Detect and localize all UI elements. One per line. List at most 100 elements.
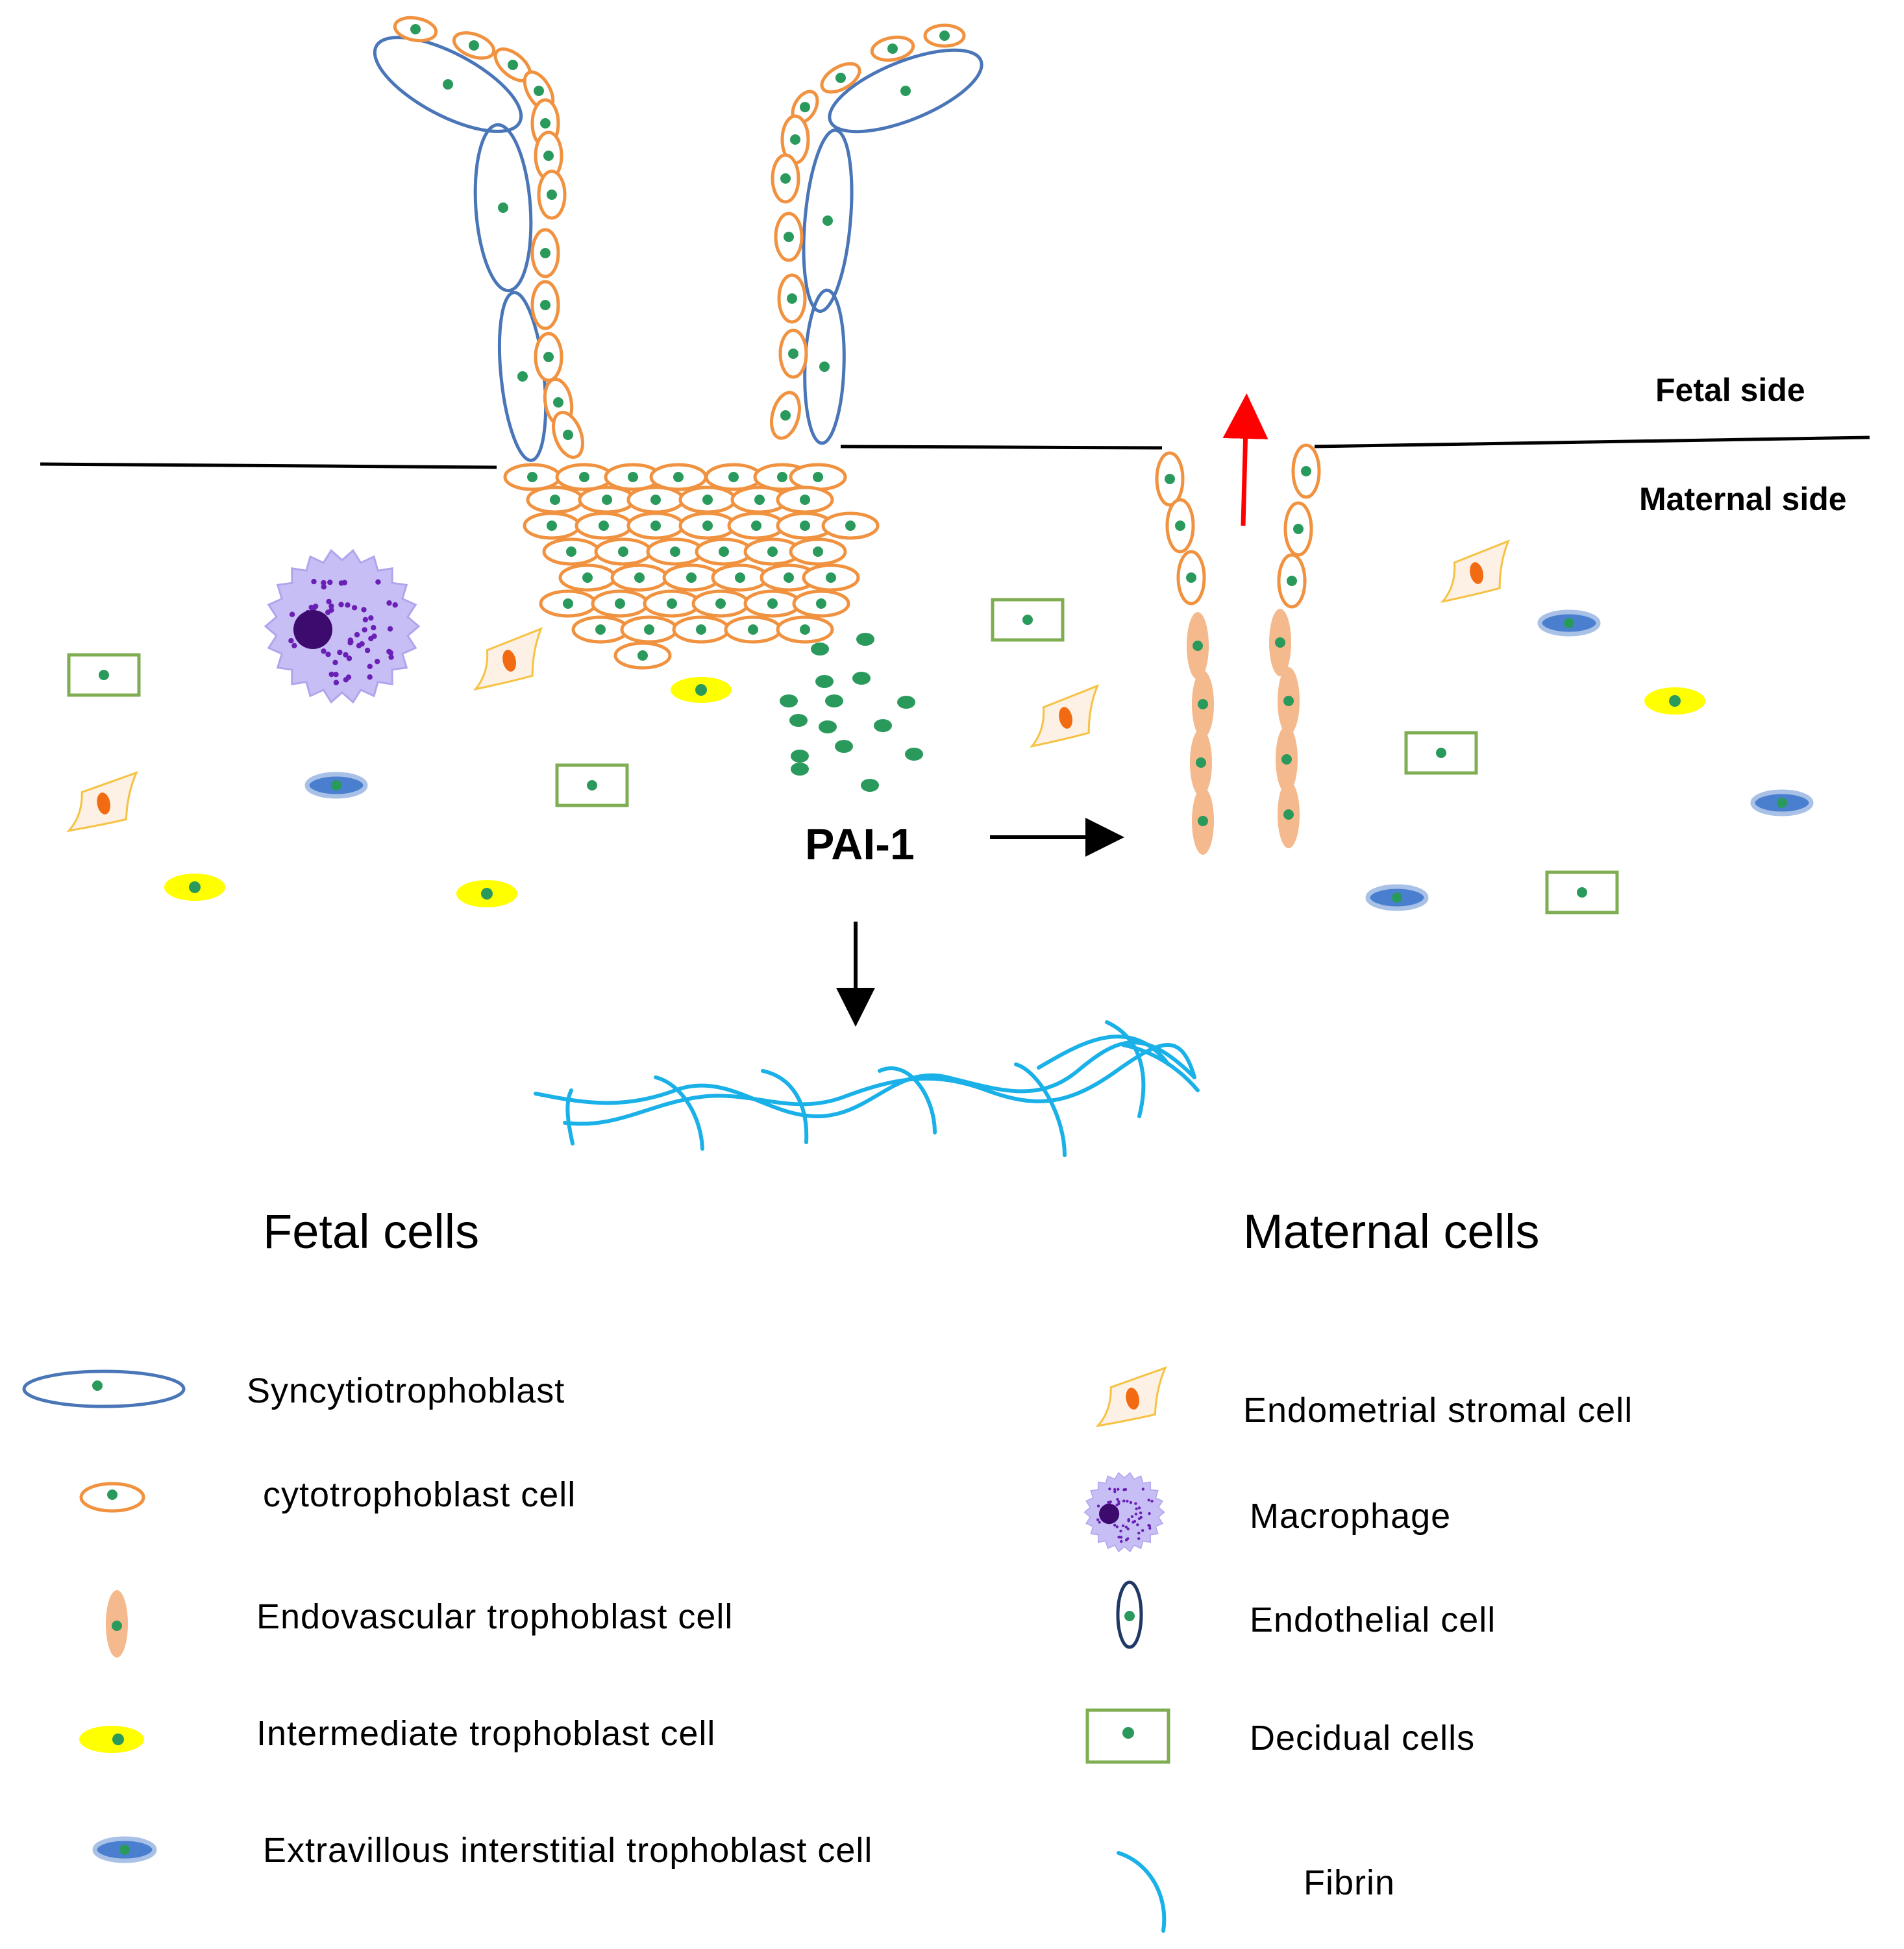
cytotrophoblast-cell [791,90,819,125]
cytotrophoblast-cell [643,589,701,618]
endothelial-cell-icon [1116,1580,1143,1649]
stromal-cell [473,627,543,691]
cytotrophoblast-cell [771,153,800,204]
cytotrophoblast-icon [79,1482,145,1513]
cytotrophoblast-cell [743,589,802,618]
decidual-cell [1404,731,1478,775]
pai1-label: PAI-1 [805,820,915,869]
pai1-molecule [905,748,923,761]
cytotrophoblast-cell [662,563,721,592]
cytotrophoblast-cell [778,328,808,379]
pai1-molecule [791,750,809,763]
syncytiotrophoblast-cell [373,36,523,133]
intermediate-trophoblast-icon [79,1726,144,1753]
decidual-cell-icon [1085,1708,1170,1764]
maternal-side-label: Maternal side [1639,481,1847,517]
cytotrophoblast-cell [724,615,782,644]
fibrin-strand [1014,1062,1067,1157]
cytotrophoblast-cell [770,391,801,440]
syncytiotrophoblast-cell [803,288,846,445]
cytotrophoblast-cell [534,332,563,382]
cytotrophoblast-cell [704,463,763,491]
cytotrophoblast-cell [821,511,880,540]
cytotrophoblast-cell [711,563,769,592]
legend-endovascular-trophoblast: Endovascular trophoblast cell [256,1597,734,1636]
pai1-molecule [780,694,798,707]
cytotrophoblast-cell [558,563,617,592]
spiral-artery [1155,443,1321,855]
cytotrophoblast-cell [870,35,915,62]
macrophage-icon [1083,1472,1165,1552]
extravillous-trophoblast-cell [1537,609,1601,637]
pai1-molecule [856,633,874,646]
intermediate-trophoblast-cell [1644,687,1705,715]
cytotrophoblast-cell [571,615,630,644]
pai1-secretion [780,633,923,792]
legend-extravillous-trophoblast: Extravillous interstitial trophoblast ce… [263,1831,873,1870]
endovascular-trophoblast-cell [1192,787,1214,855]
pai1-molecule [811,643,829,656]
legend-intermediate-trophoblast: Intermediate trophoblast cell [256,1714,716,1753]
cytotrophoblast-cell [695,537,753,566]
cytotrophoblast-cell [594,537,652,566]
fibrin-strand [565,1088,575,1146]
cytotrophoblast-cell [530,280,560,330]
cytotrophoblast-cell [1277,553,1307,609]
stromal-cell [1029,684,1100,748]
cytotrophoblast-cell [526,485,584,514]
fibrin-strand [1037,1035,1170,1070]
decidual-cell [67,653,141,697]
pai1-molecule [897,696,915,709]
cytotrophoblast-cell [730,485,789,514]
endovascular-trophoblast-cell [1187,612,1209,680]
intermediate-trophoblast-cell [456,880,517,907]
extravillous-trophoblast-icon [92,1836,157,1863]
cytotrophoblast-cell [820,62,861,94]
cytotrophoblast-cell [1291,443,1321,499]
cytotrophoblast-cell [691,589,750,618]
cytotrophoblast-cell [1176,550,1206,606]
fibrin-strand [761,1069,809,1144]
cytotrophoblast-cell [539,589,597,618]
chorionic-villus [373,16,983,462]
cytotrophoblast-cell [743,537,802,566]
cytotrophoblast-cell [776,485,834,514]
extravillous-trophoblast-cell [304,772,368,799]
cytotrophoblast-cell [523,511,581,540]
endovascular-trophoblast-cell [1278,667,1300,735]
endovascular-trophoblast-cell [1192,670,1214,738]
cytotrophoblast-cell [542,537,600,566]
cytotrophoblast-cell [503,463,562,491]
decidual-cell [555,763,629,807]
pai1-molecule [815,675,834,688]
stromal-cell [66,770,138,833]
cytotrophoblast-cell [646,537,704,566]
cytotrophoblast-cell [672,615,730,644]
fibrin-strand [878,1066,937,1134]
cytotrophoblast-cell [393,16,438,43]
extravillous-trophoblast-cell [1365,884,1429,911]
maternal-cells-heading: Maternal cells [1243,1205,1540,1258]
fetal-side-label: Fetal side [1655,372,1805,408]
fibrin-strand [563,1043,1196,1126]
legend-syncytiotrophoblast: Syncytiotrophoblast [247,1371,565,1410]
endovascular-trophoblast-icon [106,1590,128,1658]
cytotrophoblast-cell [678,485,737,514]
stromal-cell-icon [1095,1366,1167,1428]
boundary-line [40,435,1870,469]
fibrin-mesh [534,1020,1200,1157]
cytotrophoblast-cell [1283,501,1313,557]
cytotrophoblast-cell [774,212,804,262]
fetal-cells-heading: Fetal cells [263,1205,480,1258]
cytotrophoblast-cell [1165,498,1195,554]
endovascular-trophoblast-cell [1190,729,1212,796]
fibrin-strand [1121,1043,1200,1092]
fibrin-strand [654,1075,704,1151]
intermediate-trophoblast-cell [164,874,225,901]
fibrin-icon [1117,1851,1167,1933]
fibrin-strand [1105,1020,1146,1118]
legend-decidual-cells: Decidual cells [1250,1719,1476,1758]
cytotrophoblast-cell [678,511,737,540]
